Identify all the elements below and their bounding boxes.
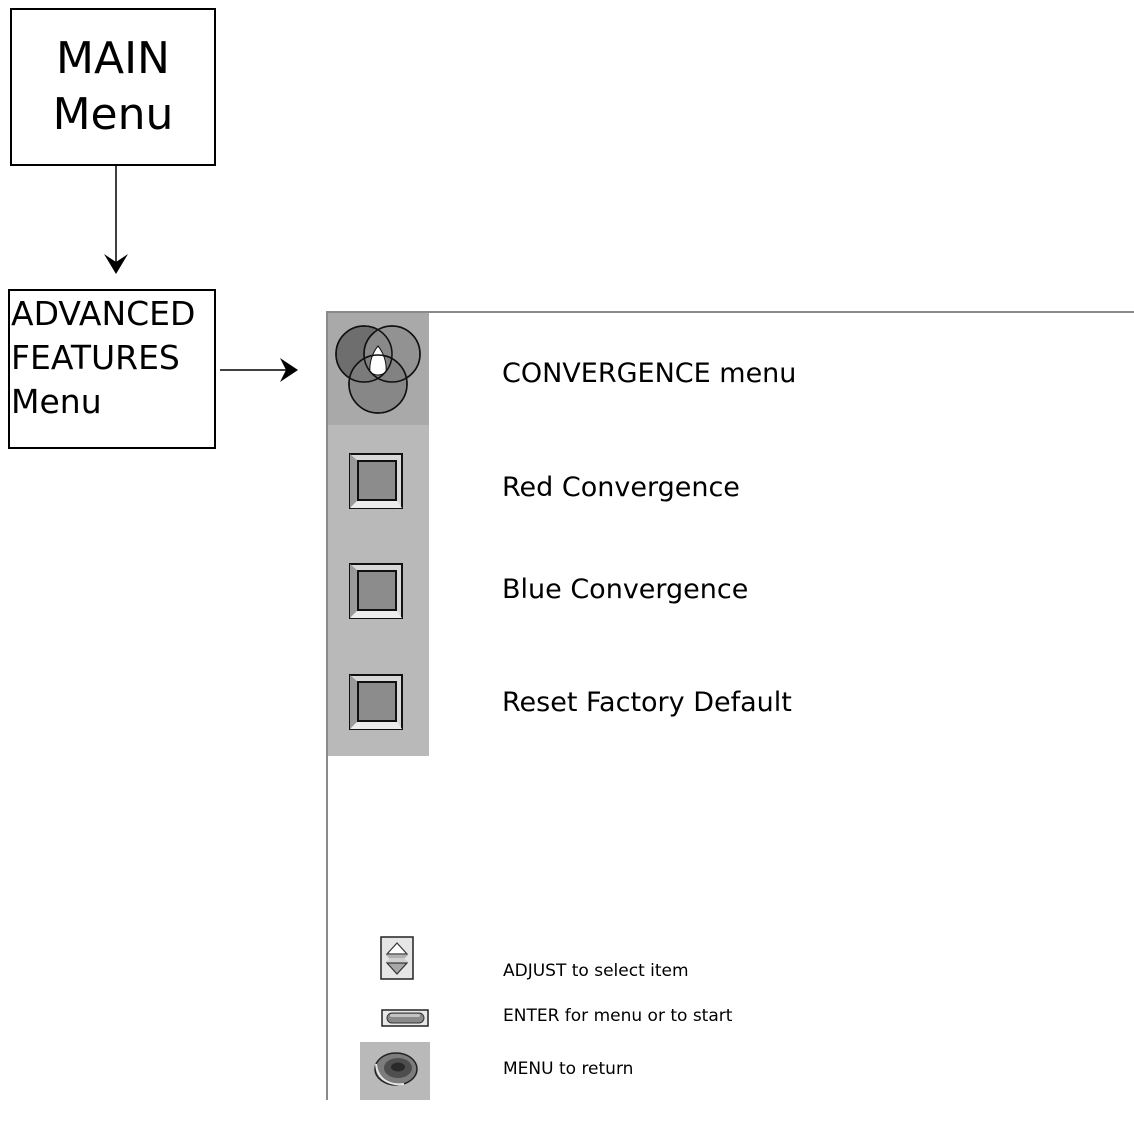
advanced-line2: FEATURES [11,338,180,377]
menu-item-red-convergence[interactable]: Red Convergence [502,472,740,503]
advanced-features-panel [326,311,1134,1100]
main-menu-line2: Menu [52,89,174,140]
square-button-icon[interactable] [348,452,404,510]
legend-adjust-text: ADJUST to select item [503,961,689,981]
advanced-line3: Menu [11,382,102,421]
menu-item-blue-convergence[interactable]: Blue Convergence [502,574,749,605]
main-menu-line1: MAIN [56,33,170,84]
menu-item-reset-factory-default[interactable]: Reset Factory Default [502,687,792,718]
convergence-circles-icon[interactable] [331,316,427,422]
square-button-icon[interactable] [348,673,404,731]
menu-item-convergence[interactable]: CONVERGENCE menu [502,358,797,389]
legend-menu-text: MENU to return [503,1059,634,1079]
adjust-arrows-icon [380,936,414,980]
square-button-icon[interactable] [348,562,404,620]
right-arrow [220,358,298,382]
menu-button-icon [360,1042,430,1100]
main-menu-box: MAIN Menu [10,8,216,166]
advanced-features-box: ADVANCED FEATURES Menu [8,289,216,449]
down-arrow [104,166,128,274]
legend-enter-text: ENTER for menu or to start [503,1006,733,1026]
advanced-line1: ADVANCED [11,294,196,333]
enter-button-icon [381,1009,429,1027]
